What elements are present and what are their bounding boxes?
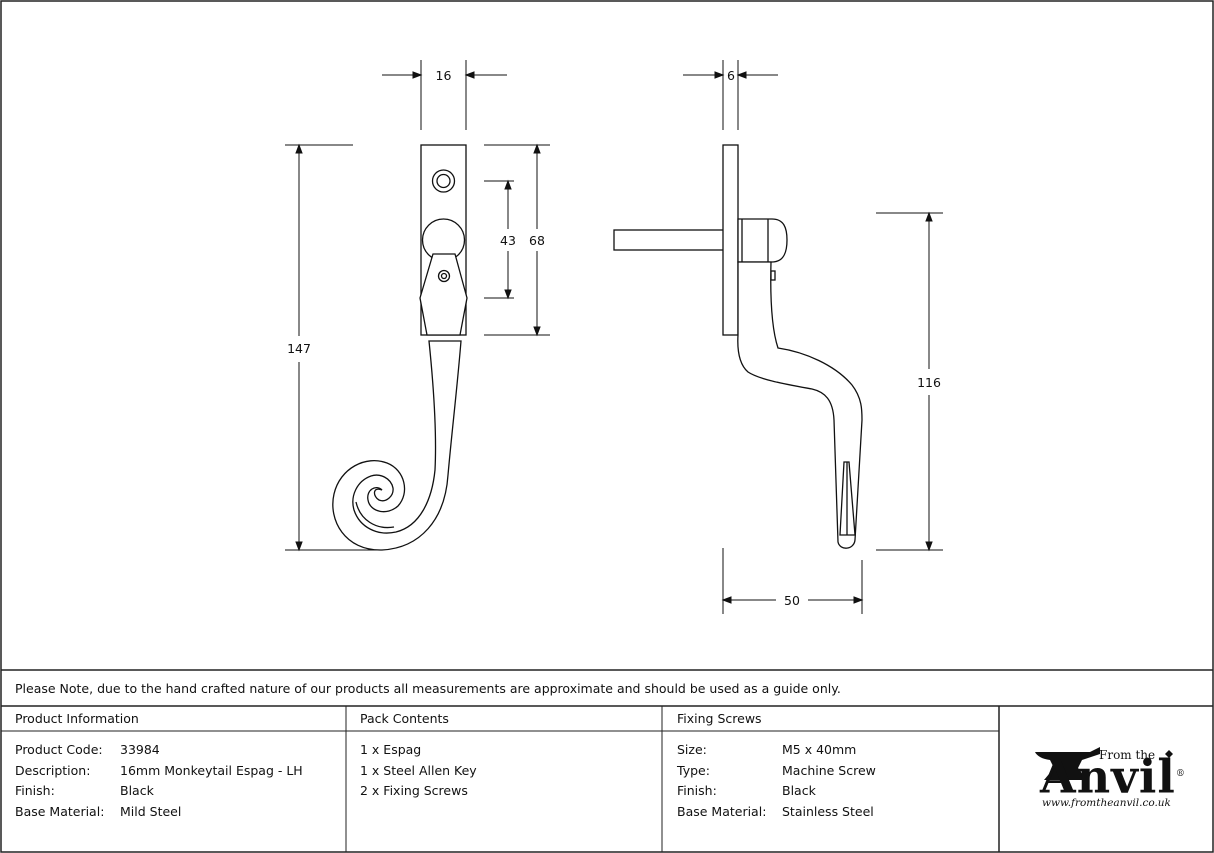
description-value: 16mm Monkeytail Espag - LH (120, 763, 303, 778)
dimension-handle-height-label: 116 (917, 375, 941, 390)
screw-finish-label: Finish: (677, 783, 717, 798)
description-label: Description: (15, 763, 91, 778)
front-dimensions (285, 60, 550, 552)
fixing-screws-heading: Fixing Screws (677, 711, 762, 726)
logo-wordmark: Anvil® (1040, 748, 1186, 802)
screw-hole-lower (437, 269, 451, 283)
screw-finish-value: Black (782, 783, 816, 798)
base-material-value: Mild Steel (120, 804, 182, 819)
screw-type-value: Machine Screw (782, 763, 876, 778)
product-information-heading: Product Information (15, 711, 139, 726)
dimension-overall-height-label: 147 (287, 341, 311, 356)
backplate-edge (722, 144, 739, 336)
screw-size-value: M5 x 40mm (782, 742, 857, 757)
screw-base-material-label: Base Material: (677, 804, 767, 819)
logo-wordmark-text: Anvil (1040, 749, 1176, 804)
base-material-label: Base Material: (15, 804, 105, 819)
side-boss (737, 218, 788, 263)
screw-hole-top (431, 169, 456, 193)
logo-from-the: From the (1099, 748, 1156, 762)
anvil-logo-icon (1035, 747, 1173, 780)
dimension-width-label: 16 (436, 68, 452, 83)
pack-contents-heading: Pack Contents (360, 711, 449, 726)
product-code-value: 33984 (120, 742, 160, 757)
side-handle (737, 261, 863, 549)
side-view (613, 144, 863, 549)
finish-value: Black (120, 783, 154, 798)
screw-base-material-value: Stainless Steel (782, 804, 874, 819)
handle-neck (419, 253, 468, 336)
list-item: 1 x Steel Allen Key (360, 763, 477, 778)
dimension-projection-label: 50 (784, 593, 800, 608)
front-view (332, 144, 468, 551)
finish-label: Finish: (15, 783, 55, 798)
screw-type-label: Type: (677, 763, 710, 778)
logo-url: www.fromtheanvil.co.uk (1042, 797, 1171, 809)
list-item: 2 x Fixing Screws (360, 783, 468, 798)
product-code-label: Product Code: (15, 742, 103, 757)
dimension-depth-label: 6 (727, 68, 735, 83)
dimension-hole-spacing-label: 43 (500, 233, 516, 248)
registered-mark: ® (1175, 769, 1186, 779)
screw-size-label: Size: (677, 742, 707, 757)
monkeytail-handle (332, 340, 462, 551)
dimension-plate-length-label: 68 (529, 233, 545, 248)
side-dimensions (683, 60, 943, 614)
measurement-note: Please Note, due to the hand crafted nat… (15, 681, 841, 696)
list-item: 1 x Espag (360, 742, 422, 757)
spindle (613, 229, 725, 251)
